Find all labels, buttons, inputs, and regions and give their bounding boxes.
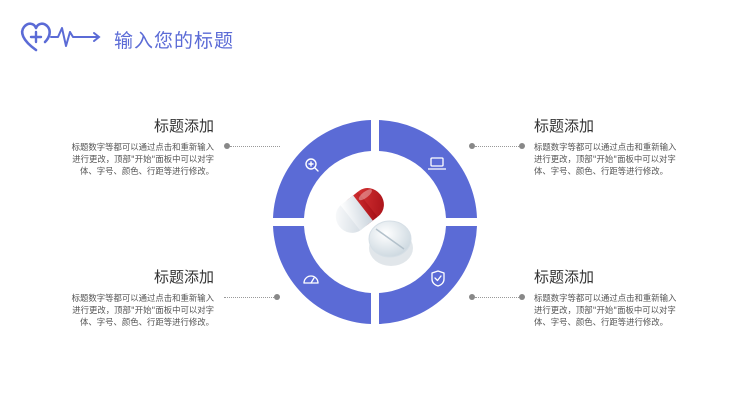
ring-segment-top-left — [273, 120, 371, 218]
info-block-bottom-right: 标题添加 标题数字等都可以通过点击和重新输入进行更改，顶部"开始"面板中可以对字… — [534, 266, 684, 328]
connector-dot — [469, 294, 475, 300]
connector-bottom-left — [224, 294, 280, 300]
connector-line — [224, 296, 274, 298]
pill-capsule-illustration — [335, 188, 413, 266]
block-heading: 标题添加 — [534, 117, 595, 135]
shield-check-icon — [431, 270, 445, 287]
connector-dot — [519, 143, 525, 149]
connector-dot — [519, 294, 525, 300]
ring-segment-bottom-right — [379, 226, 477, 324]
speedometer-icon — [303, 275, 319, 284]
block-body: 标题数字等都可以通过点击和重新输入进行更改，顶部"开始"面板中可以对字体、字号、… — [534, 142, 677, 176]
connector-line — [475, 296, 519, 298]
ring-segment-bottom-left — [273, 226, 371, 324]
connector-line — [475, 145, 519, 147]
block-heading: 标题添加 — [153, 117, 214, 135]
connector-dot — [469, 143, 475, 149]
connector-dot — [224, 143, 230, 149]
block-body: 标题数字等都可以通过点击和重新输入进行更改，顶部"开始"面板中可以对字体、字号、… — [71, 293, 214, 327]
connector-top-left — [224, 143, 280, 149]
info-block-top-right: 标题添加 标题数字等都可以通过点击和重新输入进行更改，顶部"开始"面板中可以对字… — [534, 115, 684, 177]
page-title: 输入您的标题 — [114, 30, 235, 52]
connector-bottom-right — [469, 294, 525, 300]
ring-diagram — [273, 120, 477, 324]
block-body: 标题数字等都可以通过点击和重新输入进行更改，顶部"开始"面板中可以对字体、字号、… — [71, 142, 214, 176]
connector-dot — [274, 294, 280, 300]
block-heading: 标题添加 — [153, 268, 214, 286]
block-body: 标题数字等都可以通过点击和重新输入进行更改，顶部"开始"面板中可以对字体、字号、… — [534, 293, 677, 327]
info-block-top-left: 标题添加 标题数字等都可以通过点击和重新输入进行更改，顶部"开始"面板中可以对字… — [64, 115, 214, 177]
connector-line — [230, 145, 280, 147]
block-heading: 标题添加 — [534, 268, 595, 286]
info-block-bottom-left: 标题添加 标题数字等都可以通过点击和重新输入进行更改，顶部"开始"面板中可以对字… — [64, 266, 214, 328]
laptop-icon — [428, 157, 446, 170]
connector-top-right — [469, 143, 525, 149]
search-icon — [305, 158, 319, 172]
heart-pulse-logo-icon — [20, 22, 101, 52]
